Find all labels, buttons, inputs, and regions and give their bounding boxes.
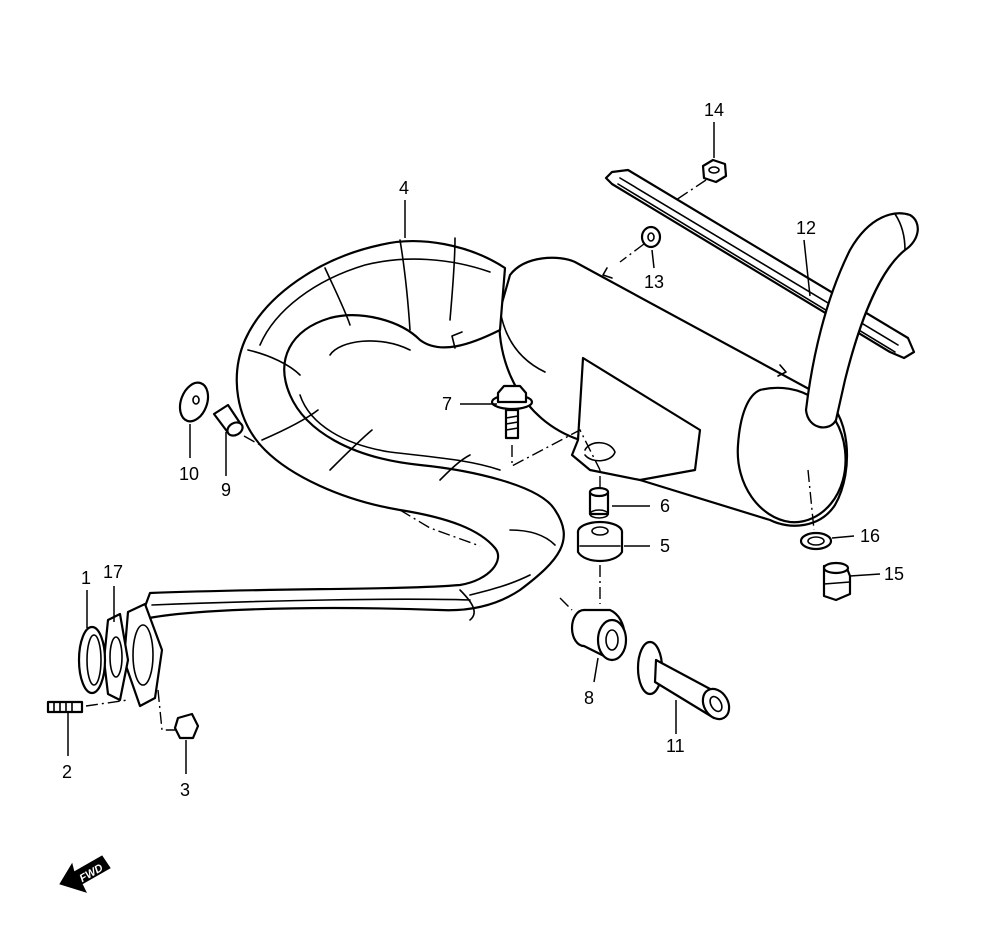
- fwd-label: FWD: [78, 862, 106, 885]
- washer-16: [799, 531, 833, 551]
- exhaust-flange: [122, 602, 164, 708]
- exhaust-pipe: [138, 237, 565, 622]
- leader-lines: [67, 122, 881, 774]
- muffler: [498, 256, 849, 527]
- callout-10: 10: [179, 464, 199, 484]
- protector-pipe-11: [636, 640, 731, 721]
- collar-9: [212, 403, 244, 437]
- callout-2: 2: [62, 762, 72, 782]
- washer-10: [178, 381, 210, 423]
- callout-15: 15: [884, 564, 904, 584]
- callout-labels: 14 12 13 4 7 6 5 8 11 16 15 10 9 1 17 2 …: [62, 100, 904, 800]
- callout-9: 9: [221, 480, 231, 500]
- stud-bolt: [46, 700, 84, 714]
- washer-13: [640, 225, 662, 249]
- callout-12: 12: [796, 218, 816, 238]
- gasket-17: [102, 612, 130, 702]
- callout-17: 17: [103, 562, 123, 582]
- callout-3: 3: [180, 780, 190, 800]
- callout-1: 1: [81, 568, 91, 588]
- collar-6: [588, 486, 610, 519]
- grommet-8: [570, 608, 628, 662]
- callout-14: 14: [704, 100, 724, 120]
- flange-nut: [173, 712, 200, 740]
- callout-11: 11: [666, 736, 685, 756]
- nut-14: [701, 158, 728, 184]
- assembly-lines: [85, 179, 815, 731]
- callout-8: 8: [584, 688, 594, 708]
- grommet-5: [576, 520, 624, 563]
- tail-pipe: [804, 212, 919, 429]
- fwd-arrow-icon: FWD: [59, 855, 111, 893]
- callout-7: 7: [442, 394, 452, 414]
- callout-13: 13: [644, 272, 664, 292]
- gasket-1: [77, 625, 107, 695]
- callout-4: 4: [399, 178, 409, 198]
- drain-plug-15: [822, 561, 852, 602]
- callout-5: 5: [660, 536, 670, 556]
- callout-16: 16: [860, 526, 880, 546]
- mounting-bolt: [490, 384, 534, 440]
- callout-6: 6: [660, 496, 670, 516]
